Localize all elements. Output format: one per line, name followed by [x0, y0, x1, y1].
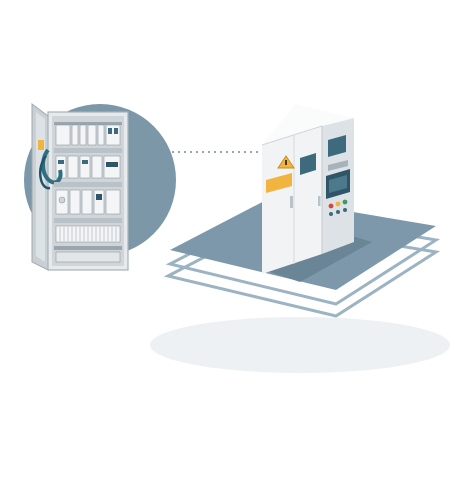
breaker-row-1 — [55, 124, 71, 146]
indicator-light-yellow — [335, 201, 341, 207]
door-handle-left — [290, 196, 293, 208]
warning-label — [266, 173, 292, 193]
indicator-light-green — [342, 199, 348, 205]
cabinet-shadow — [264, 236, 372, 282]
cabinet — [261, 104, 372, 282]
indicator-light-red — [328, 203, 334, 209]
detail-zoom-circle — [24, 103, 176, 271]
control-screen — [300, 153, 316, 175]
door-handle-right — [318, 196, 321, 206]
side-slot — [328, 160, 348, 171]
side-display — [328, 135, 346, 157]
platform-shadow — [150, 317, 450, 373]
cabinet-top — [262, 104, 354, 145]
orange-connector — [38, 140, 44, 150]
terminal-block-row — [55, 225, 121, 243]
